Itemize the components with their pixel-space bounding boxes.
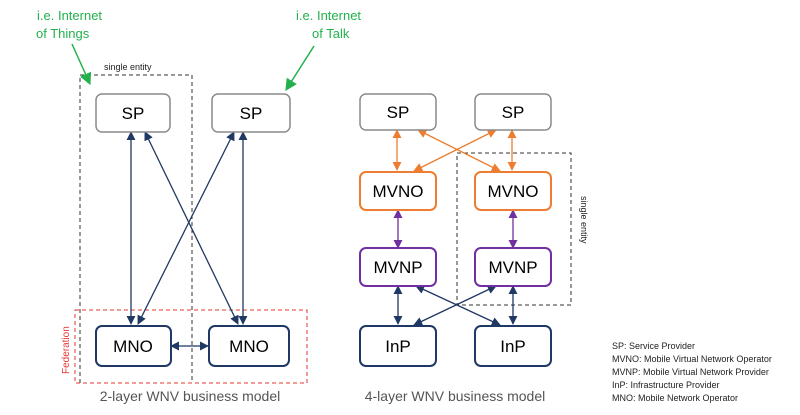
inp-label: InP xyxy=(385,337,411,356)
legend-item: SP: Service Provider xyxy=(612,341,695,351)
mno-box-1: MNO xyxy=(95,325,172,367)
mno-label: MNO xyxy=(229,337,269,356)
inp-box-2: InP xyxy=(474,325,552,367)
iotalk-annotation-line2: of Talk xyxy=(312,26,350,41)
mvnp-label: MVNP xyxy=(373,258,422,277)
mvnp-box-1: MVNP xyxy=(359,247,437,287)
caption-4-layer: 4-layer WNV business model xyxy=(365,388,546,404)
sp-label: SP xyxy=(502,103,525,122)
iotalk-annotation-line1: i.e. Internet xyxy=(296,8,361,23)
legend-item: MVNO: Mobile Virtual Network Operator xyxy=(612,354,772,364)
legend: SP: Service Provider MVNO: Mobile Virtua… xyxy=(612,341,772,403)
legend-item: MNO: Mobile Network Operator xyxy=(612,393,738,403)
single-entity-label-right: single entity xyxy=(579,196,589,244)
iot-annotation-line1: i.e. Internet xyxy=(37,8,102,23)
mvno-box-1: MVNO xyxy=(359,171,437,211)
mvno-box-2: MVNO xyxy=(474,171,552,211)
inp-box-1: InP xyxy=(359,325,437,367)
inp-label: InP xyxy=(500,337,526,356)
mno-box-2: MNO xyxy=(208,325,290,367)
arrow-mvnp2-inp1 xyxy=(413,285,497,326)
sp-box-left-2: SP xyxy=(211,93,291,133)
arrow-sp2-mvno1 xyxy=(413,129,497,172)
mvnp-label: MVNP xyxy=(488,258,537,277)
arrow-sp1-mvno2 xyxy=(417,129,501,172)
iotalk-annotation-arrow xyxy=(285,45,315,92)
federation-label: Federation xyxy=(61,326,72,374)
sp-label: SP xyxy=(122,104,145,123)
mvno-label: MVNO xyxy=(373,182,424,201)
sp-box-right-2: SP xyxy=(474,93,552,131)
legend-item: MVNP: Mobile Virtual Network Provider xyxy=(612,367,769,377)
caption-2-layer: 2-layer WNV business model xyxy=(100,388,281,404)
legend-item: InP: Infrastructure Provider xyxy=(612,380,720,390)
single-entity-label-left: single entity xyxy=(104,62,152,72)
sp-box-left-1: SP xyxy=(95,93,171,133)
arrow-sp2-mno1 xyxy=(137,131,235,325)
mno-label: MNO xyxy=(113,337,153,356)
iot-annotation-arrow xyxy=(71,43,92,86)
mvnp-box-2: MVNP xyxy=(474,247,552,287)
mvno-label: MVNO xyxy=(488,182,539,201)
sp-label: SP xyxy=(387,103,410,122)
sp-label: SP xyxy=(240,104,263,123)
iot-annotation-line2: of Things xyxy=(36,26,90,41)
sp-box-right-1: SP xyxy=(359,93,437,131)
arrow-mvnp1-inp2 xyxy=(415,285,501,326)
